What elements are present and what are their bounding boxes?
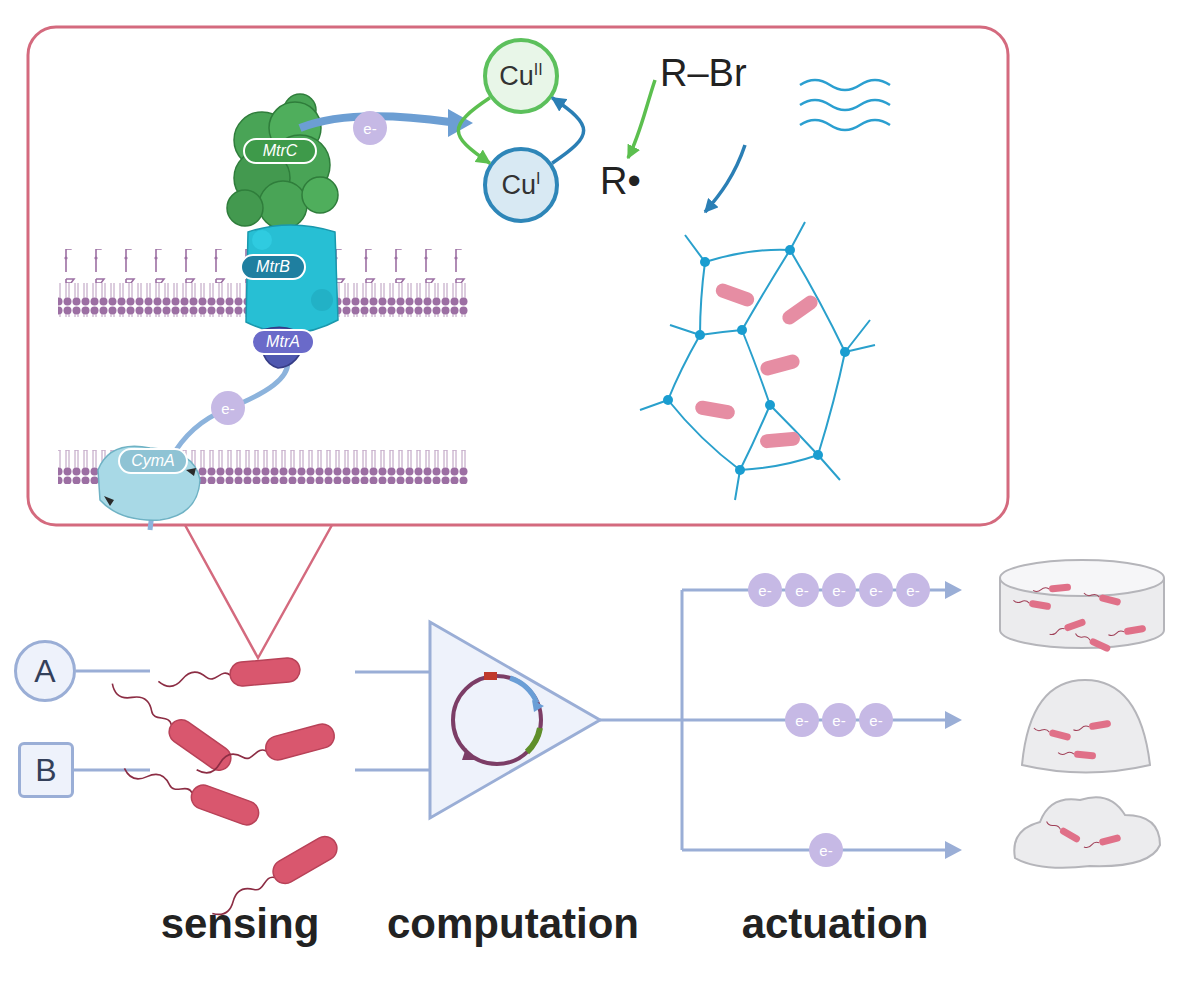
- node-text: e-: [795, 712, 808, 729]
- activation-arrow: [628, 80, 655, 158]
- electron-circle: e-: [785, 703, 819, 737]
- electron-circle: e-: [859, 703, 893, 737]
- text-group: e-: [832, 582, 845, 599]
- chemical-label: R•: [600, 160, 680, 203]
- node-text: MtrB: [256, 258, 290, 275]
- text-group: CymA: [131, 452, 175, 470]
- node-text: MtrC: [263, 142, 298, 159]
- oxidation-state: I: [536, 170, 540, 187]
- bacterium: [105, 674, 235, 775]
- stiff-hydrogel: [1000, 560, 1164, 653]
- text-group: CuI: [502, 170, 541, 201]
- node-text: e-: [363, 120, 376, 137]
- node-text: e-: [795, 582, 808, 599]
- text-group: e-: [819, 842, 832, 859]
- text-group: e-: [832, 712, 845, 729]
- copper-circle: CuI: [483, 147, 559, 223]
- plasmid: [453, 672, 544, 764]
- stage-label: actuation: [685, 900, 985, 948]
- protein-label: MtrB: [240, 254, 306, 280]
- polymerisation-arrow: [705, 145, 745, 212]
- arrow-head: [945, 841, 962, 859]
- output-wires: [600, 590, 947, 850]
- polymer-network: [640, 222, 875, 500]
- node-text: B: [35, 752, 56, 788]
- logic-gate: [430, 622, 600, 818]
- protein-label: MtrA: [251, 329, 315, 355]
- element-symbol: Cu: [499, 61, 534, 91]
- node-text: e-: [758, 582, 771, 599]
- arrow-head: [945, 711, 962, 729]
- input-circle: A: [14, 640, 76, 702]
- electron-circle: e-: [859, 573, 893, 607]
- text-group: e-: [869, 582, 882, 599]
- electron-circle: e-: [822, 703, 856, 737]
- protein-label: MtrC: [243, 138, 317, 164]
- bacterium: [120, 757, 262, 828]
- text-group: MtrB: [256, 258, 290, 276]
- mtra-protein: [261, 327, 305, 368]
- text-group: e-: [758, 582, 771, 599]
- text-group: e-: [795, 712, 808, 729]
- bacterium: [157, 657, 301, 693]
- element-symbol: Cu: [502, 170, 537, 200]
- node-text: e-: [832, 582, 845, 599]
- text-group: A: [34, 653, 55, 690]
- electron-circle: e-: [809, 833, 843, 867]
- cyma-protein: [98, 446, 200, 520]
- medium-hydrogel: [1022, 680, 1150, 773]
- input-square: B: [18, 742, 74, 798]
- node-text: A: [34, 653, 55, 689]
- protein-label: CymA: [118, 448, 188, 474]
- text-group: e-: [869, 712, 882, 729]
- node-text: e-: [869, 712, 882, 729]
- arrow-head: [945, 581, 962, 599]
- text-group: MtrA: [266, 333, 300, 351]
- electron-circle: e-: [211, 391, 245, 425]
- electron-circle: e-: [748, 573, 782, 607]
- lipopolysaccharide: [58, 249, 468, 283]
- oxidation-state: II: [534, 61, 543, 78]
- text-group: CuII: [499, 61, 542, 92]
- monomer-waves: [800, 80, 890, 130]
- stage-label: sensing: [90, 900, 390, 948]
- node-text: e-: [221, 400, 234, 417]
- text-group: B: [35, 752, 56, 789]
- node-text: e-: [819, 842, 832, 859]
- copper-circle: CuII: [483, 38, 559, 114]
- soft-hydrogel: [1014, 797, 1160, 868]
- redox-arrow: [458, 98, 490, 163]
- node-text: e-: [832, 712, 845, 729]
- text-group: e-: [221, 400, 234, 417]
- electron-circle: e-: [822, 573, 856, 607]
- stage-label: computation: [363, 900, 663, 948]
- node-text: CymA: [131, 452, 175, 469]
- electron-circle: e-: [896, 573, 930, 607]
- text-group: e-: [906, 582, 919, 599]
- mtrc-protein: [227, 94, 338, 229]
- zoom-lines: [185, 525, 332, 658]
- zoom-panel: [28, 27, 1008, 525]
- text-group: e-: [795, 582, 808, 599]
- electron-circle: e-: [785, 573, 819, 607]
- text-group: MtrC: [263, 142, 298, 160]
- electron-circle: e-: [353, 111, 387, 145]
- redox-arrow: [552, 98, 584, 163]
- node-text: MtrA: [266, 333, 300, 350]
- text-group: e-: [363, 120, 376, 137]
- arrow-head: [448, 109, 473, 137]
- bacterium: [194, 721, 337, 781]
- node-text: e-: [906, 582, 919, 599]
- chemical-label: R–Br: [660, 52, 800, 95]
- node-text: e-: [869, 582, 882, 599]
